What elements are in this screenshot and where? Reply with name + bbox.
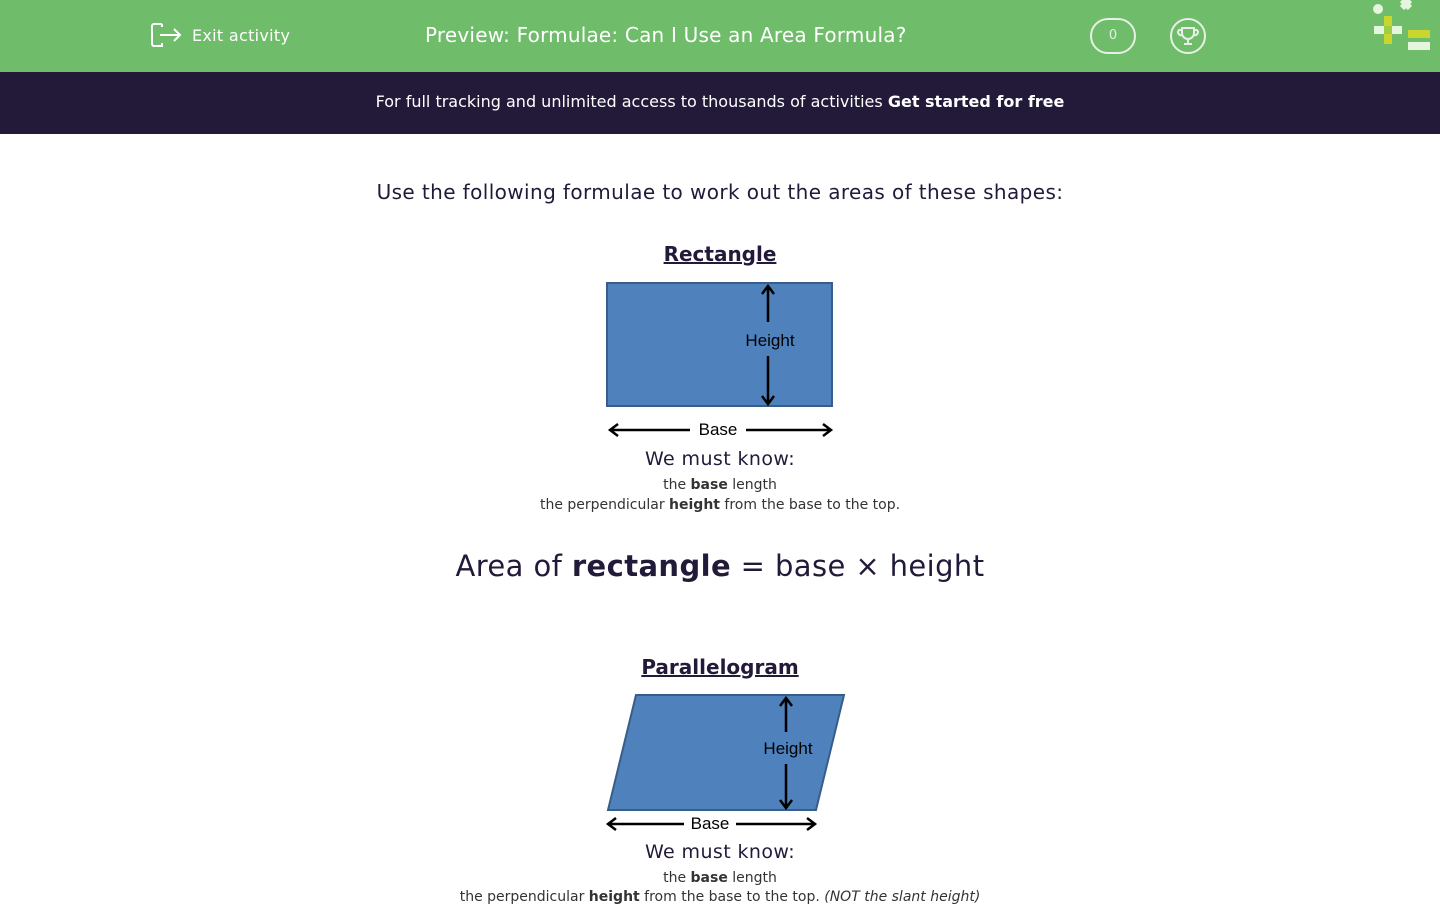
base-label: Base [691,814,730,833]
page-title: Preview: Formulae: Can I Use an Area For… [425,23,907,47]
exit-icon [151,23,182,47]
base-label: Base [699,420,738,439]
exit-activity-button[interactable]: Exit activity [150,22,290,48]
rectangle-title: Rectangle [663,242,777,266]
parallelogram-title: Parallelogram [641,655,799,679]
rectangle-diagram: Height Base [606,282,834,439]
parallelogram-diagram: Height Base [605,694,846,833]
banner-text: For full tracking and unlimited access t… [375,92,888,111]
height-label: Height [763,739,812,758]
trophy-icon [1177,27,1199,45]
rectangle-shape [606,282,833,407]
trophy-button[interactable] [1170,18,1206,54]
top-bar: Exit activity Preview: Formulae: Can I U… [0,0,1440,72]
para-requirement-base: the base length [663,870,777,886]
height-label: Height [745,331,794,350]
exit-label: Exit activity [192,25,291,45]
rect-requirement-height: the perpendicular height from the base t… [539,497,901,513]
intro-text: Use the following formulae to work out t… [376,180,1064,204]
rectangle-formula: Area of rectangle = base × height [455,549,985,583]
para-must-know: We must know: [644,841,796,863]
get-started-link[interactable]: Get started for free [887,92,1065,111]
score-badge: 0 [1090,18,1136,54]
rect-must-know: We must know: [644,448,796,470]
para-requirement-height: the perpendicular height from the base t… [459,889,981,905]
signup-banner: For full tracking and unlimited access t… [0,72,1440,134]
logo-icon [1373,0,1430,50]
rect-requirement-base: the base length [663,477,777,493]
